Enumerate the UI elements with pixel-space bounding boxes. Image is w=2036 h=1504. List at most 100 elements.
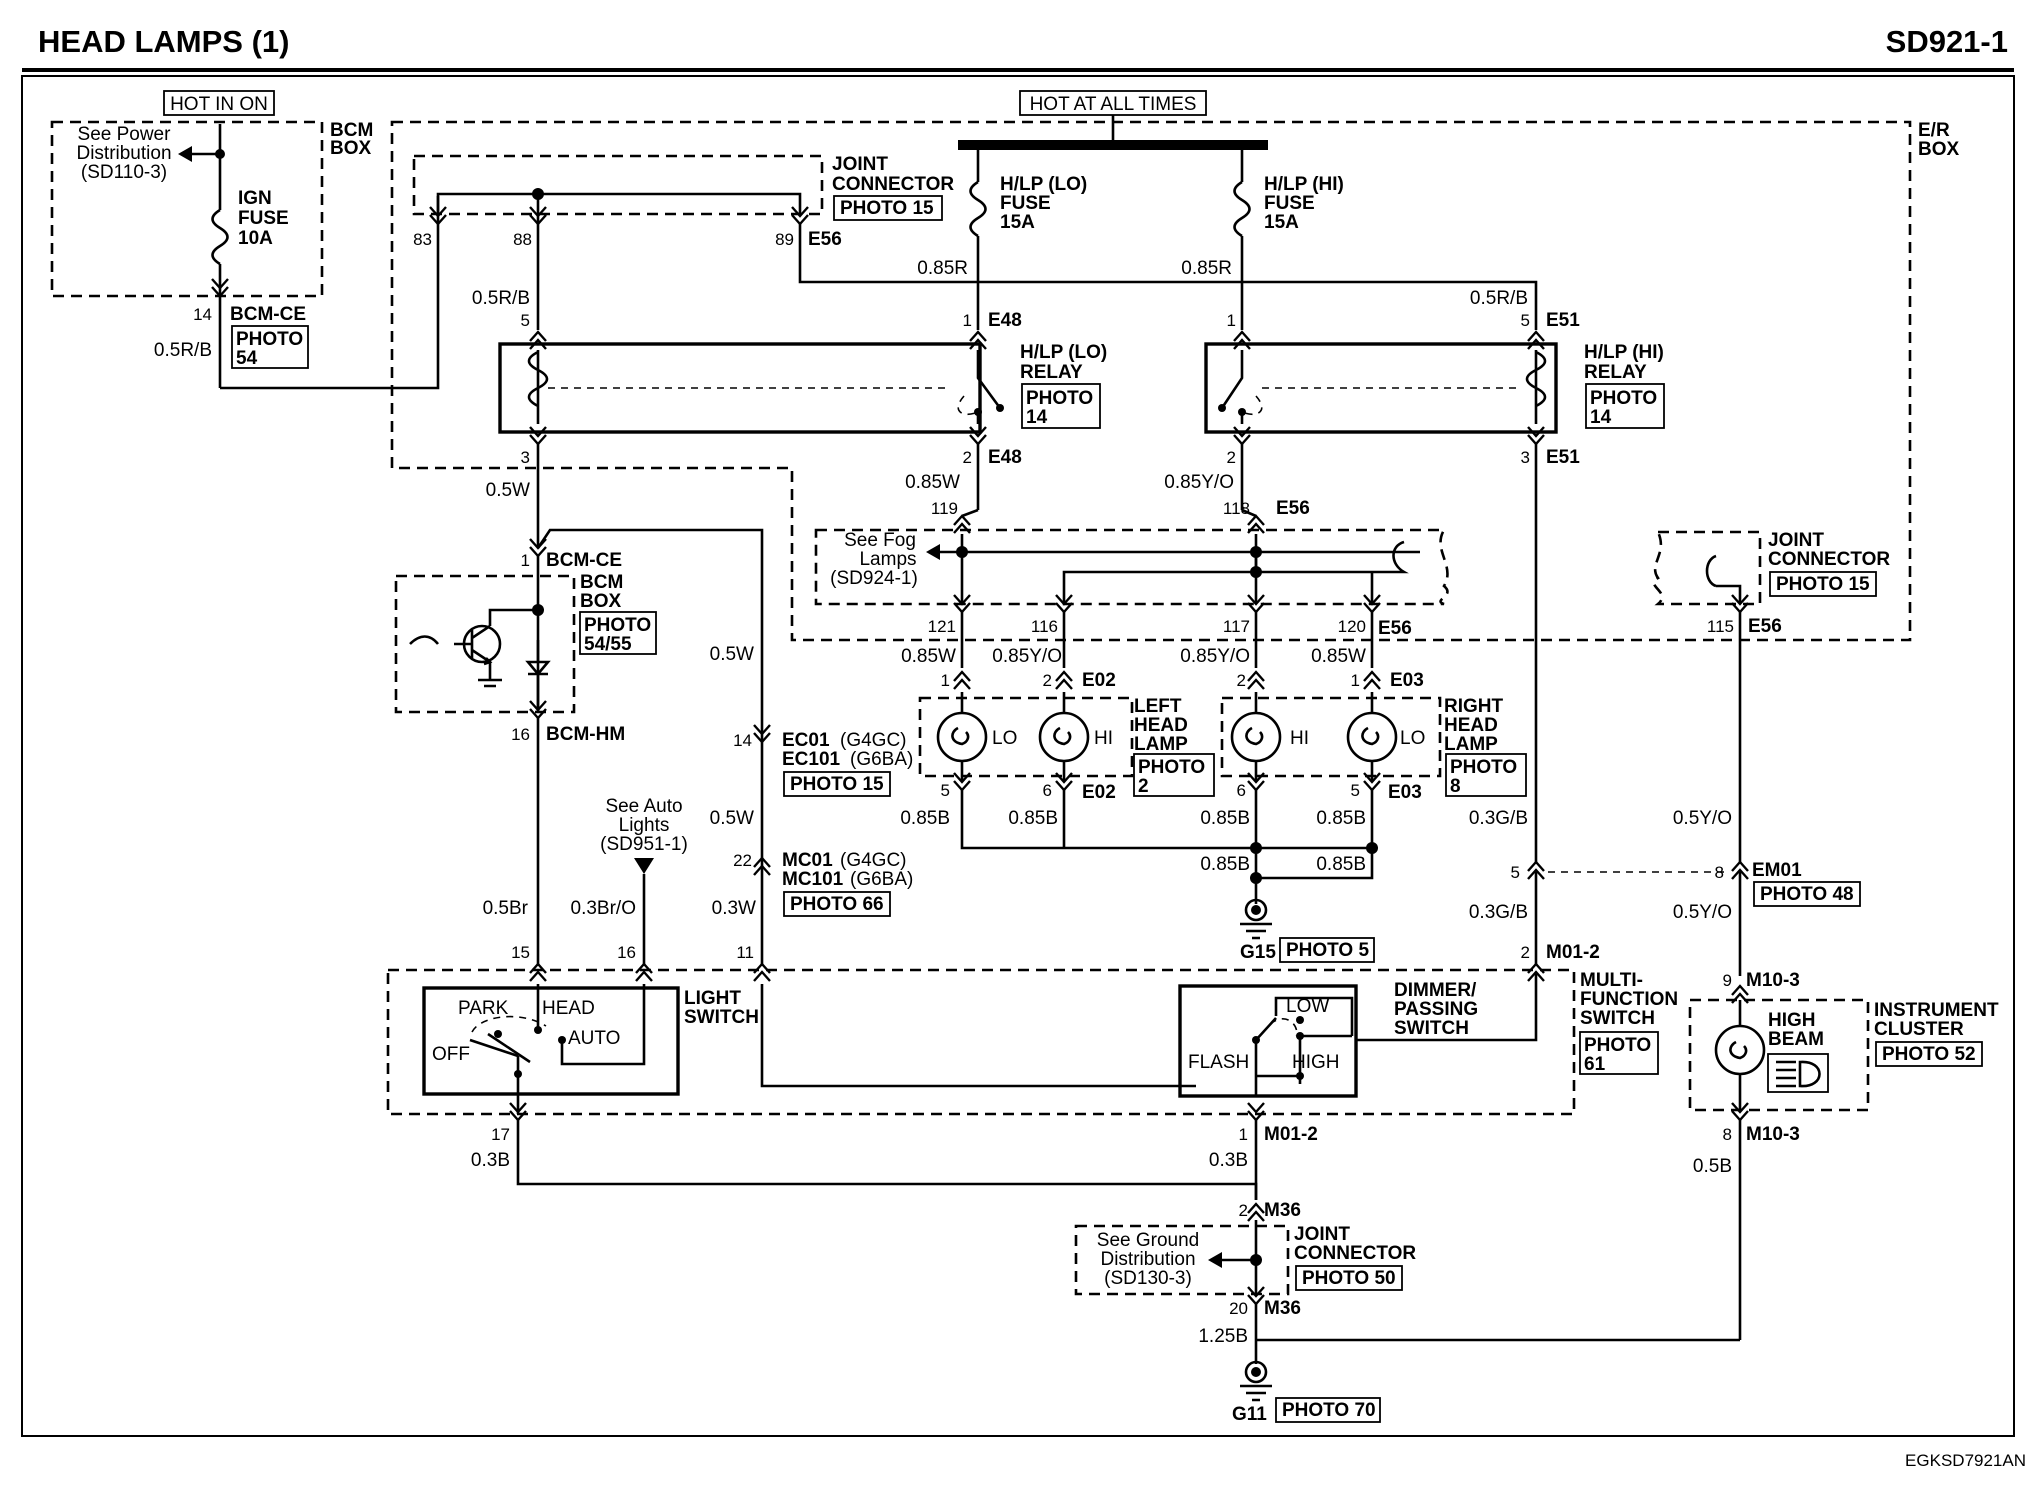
svg-text:HEAD: HEAD bbox=[1134, 715, 1188, 736]
svg-text:1.25B: 1.25B bbox=[1198, 1326, 1248, 1347]
svg-text:LAMP: LAMP bbox=[1134, 734, 1188, 755]
svg-text:83: 83 bbox=[413, 230, 432, 249]
svg-text:1: 1 bbox=[1239, 1125, 1248, 1144]
power-bus-bar bbox=[958, 140, 1268, 150]
svg-text:HIGH: HIGH bbox=[1292, 1052, 1340, 1073]
svg-text:16: 16 bbox=[617, 943, 636, 962]
svg-text:DIMMER/: DIMMER/ bbox=[1394, 980, 1477, 1001]
hot-at-all-times: HOT AT ALL TIMES bbox=[1019, 90, 1207, 116]
left-lo-bulb-icon bbox=[936, 711, 988, 763]
svg-text:0.85B: 0.85B bbox=[900, 808, 950, 829]
svg-text:PHOTO: PHOTO bbox=[1026, 388, 1093, 409]
svg-text:(SD110-3): (SD110-3) bbox=[81, 162, 167, 183]
svg-text:AUTO: AUTO bbox=[568, 1028, 620, 1049]
right-hi-bulb-icon bbox=[1230, 711, 1282, 763]
svg-text:0.5Br: 0.5Br bbox=[483, 898, 529, 919]
svg-text:PHOTO: PHOTO bbox=[584, 615, 651, 636]
joint-connector-top bbox=[412, 154, 824, 216]
svg-text:14: 14 bbox=[733, 731, 752, 750]
svg-text:See Auto: See Auto bbox=[605, 796, 682, 817]
svg-text:PHOTO 66: PHOTO 66 bbox=[790, 894, 884, 915]
svg-text:20: 20 bbox=[1229, 1299, 1248, 1318]
svg-text:15A: 15A bbox=[1264, 212, 1299, 233]
svg-text:PHOTO: PHOTO bbox=[1450, 757, 1517, 778]
svg-text:0.3W: 0.3W bbox=[712, 898, 756, 919]
svg-text:0.85W: 0.85W bbox=[901, 646, 956, 667]
svg-text:PHOTO 5: PHOTO 5 bbox=[1286, 940, 1369, 961]
svg-text:0.5W: 0.5W bbox=[486, 480, 530, 501]
hot-in-on: HOT IN ON bbox=[163, 90, 275, 116]
svg-text:14: 14 bbox=[1026, 407, 1048, 428]
svg-text:E03: E03 bbox=[1388, 782, 1422, 803]
svg-text:HOT AT ALL TIMES: HOT AT ALL TIMES bbox=[1030, 94, 1197, 115]
svg-text:0.85Y/O: 0.85Y/O bbox=[1164, 472, 1234, 493]
er-box bbox=[390, 120, 1912, 642]
svg-text:RELAY: RELAY bbox=[1584, 362, 1647, 383]
svg-text:M36: M36 bbox=[1264, 1298, 1301, 1319]
svg-text:2: 2 bbox=[1239, 1201, 1248, 1220]
svg-text:PHOTO 15: PHOTO 15 bbox=[1776, 574, 1870, 595]
svg-text:M01-2: M01-2 bbox=[1546, 942, 1600, 963]
svg-text:H/LP (HI): H/LP (HI) bbox=[1584, 342, 1664, 363]
svg-text:HEAD: HEAD bbox=[542, 998, 595, 1019]
header: HEAD LAMPS (1) SD921-1 bbox=[22, 24, 2014, 72]
svg-text:0.85B: 0.85B bbox=[1316, 808, 1366, 829]
bcm-box-mid bbox=[394, 574, 576, 714]
joint-connector-right bbox=[1652, 530, 1762, 606]
svg-text:FLASH: FLASH bbox=[1188, 1052, 1249, 1073]
svg-text:SWITCH: SWITCH bbox=[1580, 1008, 1655, 1029]
footer-code: EGKSD7921AN bbox=[1905, 1451, 2026, 1470]
ign-fuse-label: IGN bbox=[238, 188, 272, 209]
svg-text:MC101: MC101 bbox=[782, 869, 844, 890]
svg-text:118: 118 bbox=[1223, 499, 1250, 518]
svg-text:3: 3 bbox=[1521, 448, 1530, 467]
svg-text:PARK: PARK bbox=[458, 998, 509, 1019]
page-title: HEAD LAMPS (1) bbox=[38, 24, 289, 59]
svg-text:FUSE: FUSE bbox=[238, 208, 289, 229]
svg-text:54: 54 bbox=[236, 348, 258, 369]
hlp-lo-relay bbox=[498, 342, 982, 434]
svg-text:17: 17 bbox=[491, 1125, 510, 1144]
svg-text:119: 119 bbox=[931, 499, 958, 518]
svg-text:EM01: EM01 bbox=[1752, 860, 1802, 881]
svg-text:16: 16 bbox=[511, 725, 530, 744]
svg-text:PHOTO 15: PHOTO 15 bbox=[840, 198, 934, 219]
svg-text:HOT IN ON: HOT IN ON bbox=[170, 94, 268, 115]
svg-text:HIGH: HIGH bbox=[1768, 1010, 1816, 1031]
right-head-lamp bbox=[1220, 696, 1442, 778]
svg-text:14: 14 bbox=[193, 305, 212, 324]
svg-text:EC01: EC01 bbox=[782, 730, 830, 751]
svg-text:See Ground: See Ground bbox=[1097, 1230, 1199, 1251]
transistor-icon bbox=[454, 624, 502, 688]
svg-text:H/LP (LO): H/LP (LO) bbox=[1020, 342, 1107, 363]
svg-text:PHOTO: PHOTO bbox=[1584, 1035, 1651, 1056]
svg-text:HI: HI bbox=[1290, 728, 1309, 749]
svg-text:H/LP (LO): H/LP (LO) bbox=[1000, 174, 1087, 195]
ign-fuse-symbol bbox=[211, 208, 229, 266]
svg-text:MC01: MC01 bbox=[782, 850, 833, 871]
svg-text:2: 2 bbox=[1521, 943, 1530, 962]
svg-text:(G6BA): (G6BA) bbox=[850, 749, 913, 770]
svg-text:0.3G/B: 0.3G/B bbox=[1469, 808, 1528, 829]
svg-text:117: 117 bbox=[1223, 617, 1250, 636]
svg-text:Lamps: Lamps bbox=[859, 549, 916, 570]
svg-text:(SD924-1): (SD924-1) bbox=[830, 568, 918, 589]
svg-text:E51: E51 bbox=[1546, 447, 1580, 468]
g15-ground-icon bbox=[1240, 898, 1272, 940]
svg-text:(SD951-1): (SD951-1) bbox=[600, 834, 688, 855]
bcm-box-top bbox=[50, 120, 324, 298]
svg-text:CONNECTOR: CONNECTOR bbox=[1294, 1243, 1416, 1264]
diagram-frame bbox=[21, 75, 2015, 1437]
svg-text:0.5R/B: 0.5R/B bbox=[472, 288, 530, 309]
svg-text:0.85B: 0.85B bbox=[1200, 854, 1250, 875]
svg-text:88: 88 bbox=[513, 230, 532, 249]
svg-text:PHOTO 52: PHOTO 52 bbox=[1882, 1044, 1976, 1065]
svg-text:120: 120 bbox=[1338, 617, 1366, 636]
svg-text:(G4GC): (G4GC) bbox=[840, 850, 907, 871]
svg-text:3: 3 bbox=[521, 448, 530, 467]
svg-text:5: 5 bbox=[1521, 311, 1530, 330]
svg-text:FUNCTION: FUNCTION bbox=[1580, 989, 1678, 1010]
svg-text:121: 121 bbox=[928, 617, 956, 636]
svg-text:EC101: EC101 bbox=[782, 749, 841, 770]
